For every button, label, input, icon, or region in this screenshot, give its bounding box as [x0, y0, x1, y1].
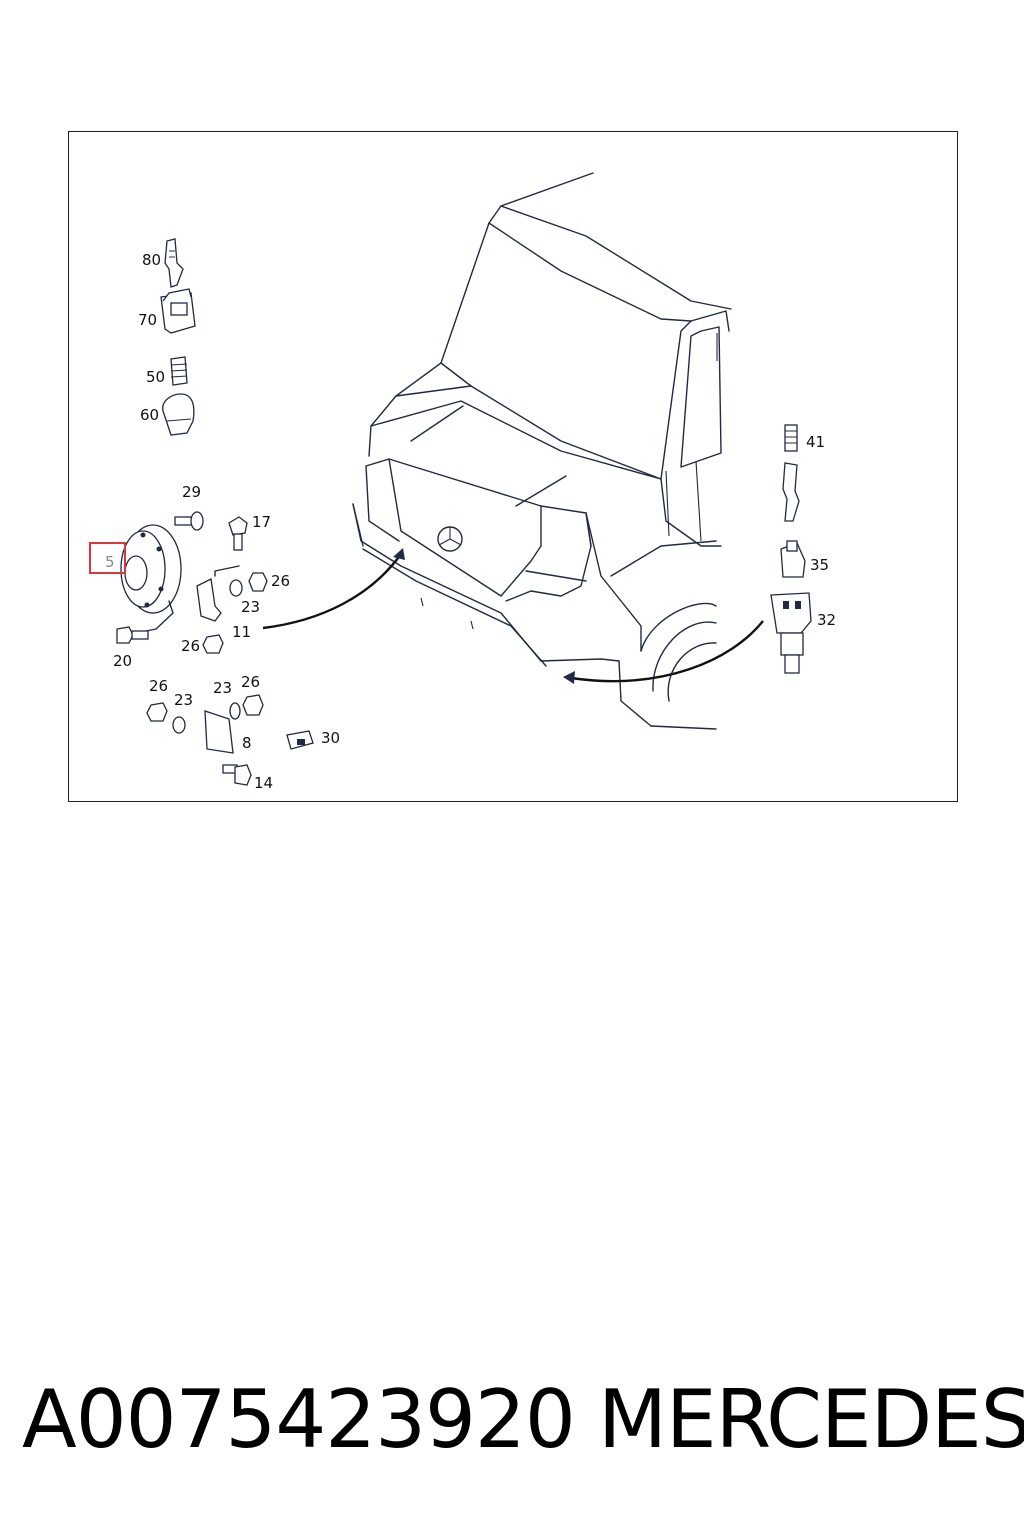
bolt-part-14 — [222, 764, 252, 786]
bracket-part-11 — [196, 565, 240, 622]
arrow-to-sensor-location — [570, 620, 764, 683]
callout-5[interactable]: 5 — [105, 553, 115, 571]
arrow-to-horn-location — [262, 553, 402, 630]
clip-part-30 — [286, 730, 314, 750]
bolt-part-17 — [228, 516, 248, 551]
terminal-part-80 — [164, 238, 184, 288]
connector-part-35 — [780, 540, 806, 578]
callout-80: 80 — [142, 251, 161, 269]
callout-41: 41 — [806, 433, 825, 451]
screw-part-29 — [174, 511, 204, 531]
washer-part-23 — [229, 579, 243, 597]
callout-29: 29 — [182, 483, 201, 501]
parts-diagram-frame: 80 70 50 60 29 17 5 26 23 11 20 26 26 23… — [68, 131, 958, 802]
callout-20: 20 — [113, 652, 132, 670]
parts-diagram: 80 70 50 60 29 17 5 26 23 11 20 26 26 23… — [89, 172, 836, 792]
nut-part-26-right — [242, 694, 264, 716]
part-number: A0075423920 — [22, 1373, 576, 1466]
nut-part-26-lower — [202, 634, 224, 654]
arrow-head-right — [563, 671, 575, 684]
callout-26-middle: 26 — [181, 637, 200, 655]
callout-23-lower-mid: 23 — [213, 679, 232, 697]
callout-30: 30 — [321, 729, 340, 747]
washer-part-23-right — [229, 702, 241, 720]
callout-8: 8 — [242, 734, 252, 752]
callout-23-lower-left: 23 — [174, 691, 193, 709]
callout-26-lower-left: 26 — [149, 677, 168, 695]
callout-26-lower-right: 26 — [241, 673, 260, 691]
terminal-part-41-lower — [782, 462, 800, 522]
plate-part-8 — [204, 710, 234, 754]
cap-part-60 — [162, 393, 195, 436]
brand-name: MERCEDES — [598, 1373, 1024, 1466]
washer-part-23-bottom — [172, 716, 186, 734]
van-illustration — [352, 172, 732, 730]
callout-60: 60 — [140, 406, 159, 424]
callout-5-highlight[interactable] — [89, 542, 126, 574]
nut-part-26 — [248, 572, 268, 592]
connector-part-70 — [160, 288, 196, 334]
seal-part-50 — [170, 356, 188, 386]
bolt-part-20 — [116, 626, 149, 644]
footer: A0075423920 MERCEDES — [0, 1370, 1024, 1470]
callout-26-upper: 26 — [271, 572, 290, 590]
arrow-head-left — [393, 548, 405, 560]
callout-50: 50 — [146, 368, 165, 386]
plug-part-41 — [784, 424, 798, 452]
callout-70: 70 — [138, 311, 157, 329]
callout-14: 14 — [254, 774, 273, 792]
callout-35: 35 — [810, 556, 829, 574]
callout-17: 17 — [252, 513, 271, 531]
nut-part-26-bottom — [146, 702, 168, 722]
callout-32: 32 — [817, 611, 836, 629]
sensor-part-32 — [770, 592, 812, 674]
callout-11: 11 — [232, 623, 251, 641]
callout-23-upper: 23 — [241, 598, 260, 616]
horn-part-5 — [120, 524, 182, 634]
